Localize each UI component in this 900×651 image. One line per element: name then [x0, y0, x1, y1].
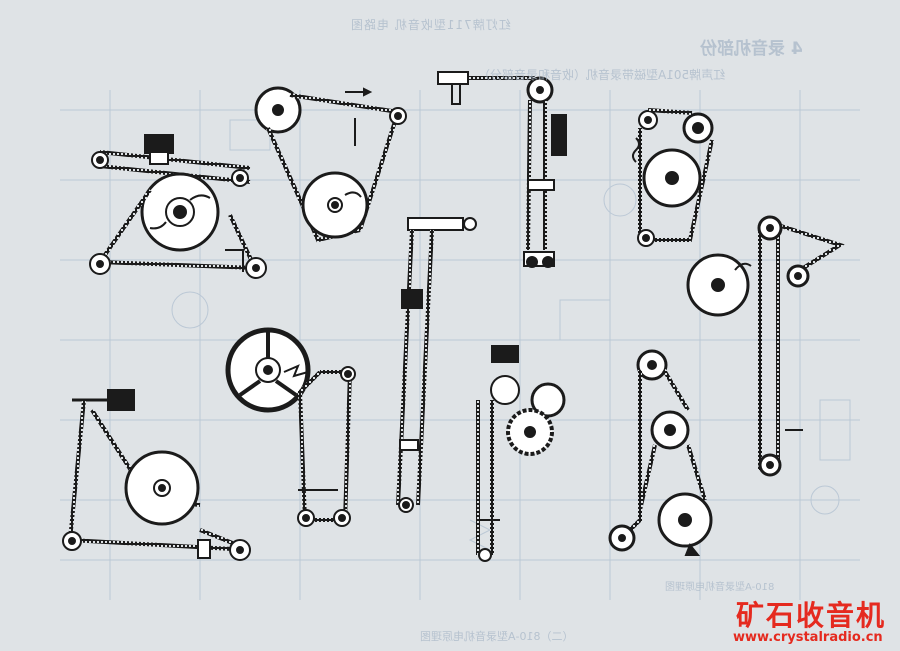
diagram-dial-pulley-small-idler — [632, 108, 714, 247]
bleed-through-header: 红灯牌711型收音机 电路图 — [350, 18, 511, 32]
watermark-logo: 矿石收音机 — [736, 599, 887, 632]
diagram-tall-loop-idlers — [686, 215, 845, 477]
diagram-spoked-wheel-loop — [225, 327, 356, 527]
diagram-gear-train-slider — [476, 345, 566, 562]
diagram-three-pulley-chain — [608, 349, 713, 556]
bleed-through-schematic — [60, 90, 860, 600]
diagram-spindle-gear-string — [437, 71, 567, 268]
bleed-through-caption: 810-A型录音机电原理图 — [665, 582, 775, 593]
diagram-capstan-belt-large-pulley — [89, 134, 267, 279]
diagram-two-pulley-loop — [254, 86, 407, 243]
bleed-through-subheading: 红声牌501A型磁带录音机（收音和录音部分） — [478, 68, 726, 82]
diagram-knob-pulley-triangle — [62, 389, 251, 561]
diagram-vertical-slider-rail — [396, 217, 477, 513]
watermark-url: www.crystalradio.cn — [733, 630, 883, 645]
bleed-through-section-title: 4 录音机部份 — [700, 39, 803, 59]
bleed-through-footer-caption: （二）810-A型录音机电原理图 — [420, 630, 574, 643]
